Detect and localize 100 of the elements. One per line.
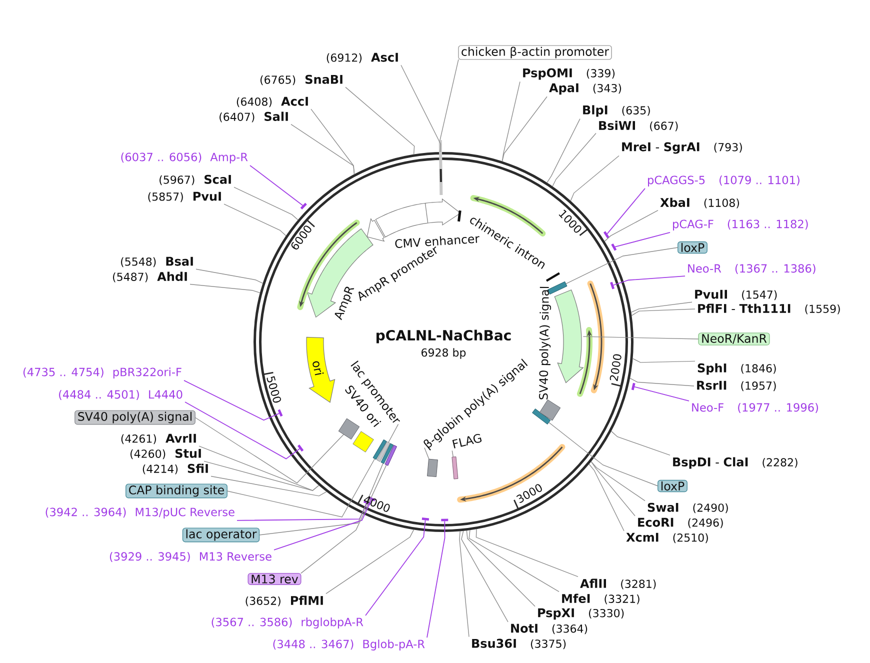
site-label: (6912) AscI <box>326 52 398 64</box>
feature-label: SV40 poly(A) signal <box>74 410 196 425</box>
leader-line <box>502 81 520 162</box>
plasmid-name: pCALNL-NaChBac <box>376 330 511 344</box>
leader-line <box>274 500 372 550</box>
site-label: MreI - SgrAI (793) <box>622 142 742 154</box>
primer-mark <box>611 244 617 251</box>
leader-line <box>604 210 658 242</box>
feature-bar <box>380 443 394 464</box>
feature-bar <box>438 140 443 196</box>
leader-line <box>566 247 678 284</box>
primer-label: pCAG-F (1163 .. 1182) <box>673 220 808 230</box>
primer-label: Neo-R (1367 .. 1386) <box>688 264 816 274</box>
primer-label: Neo-F (1977 .. 1996) <box>692 402 818 414</box>
leader-line <box>452 450 454 458</box>
site-label: BsiWI (667) <box>599 120 678 132</box>
leader-line <box>224 204 286 236</box>
primer-label: (3929 .. 3945) M13 Reverse <box>110 552 272 562</box>
primer-mark <box>441 518 448 522</box>
feature-label: NeoR/KanR <box>698 332 770 346</box>
leader-line <box>459 530 470 638</box>
feature-label: M13 rev <box>248 572 302 585</box>
feature-label: lac operator <box>182 528 260 542</box>
feature-bar <box>376 441 390 462</box>
site-label: (6408) AccI <box>236 96 308 108</box>
leader-line <box>196 268 264 284</box>
leader-line <box>184 402 300 460</box>
leader-line <box>236 503 368 521</box>
leader-line <box>632 358 696 363</box>
primer-mark <box>278 409 283 417</box>
tick-label: 2000 <box>610 354 622 382</box>
primer-label: pCAGGS-5 (1079 .. 1101) <box>648 176 800 186</box>
plasmid-length: 6928 bp <box>422 348 466 359</box>
site-label: NotI (3364) <box>511 624 588 634</box>
leader-line <box>548 422 658 486</box>
leader-line <box>194 417 344 484</box>
feature-block <box>539 399 561 421</box>
leader-line <box>388 424 399 443</box>
leader-line <box>476 528 578 578</box>
site-label: (4261) AvrII <box>121 434 196 444</box>
plasmid-ring <box>254 152 634 532</box>
leader-line <box>250 165 304 206</box>
leader-line <box>234 186 298 220</box>
primer-label: (3942 .. 3964) M13/pUC Reverse <box>46 508 234 518</box>
primer-mark <box>631 382 636 390</box>
site-label: RsrII (1957) <box>697 380 776 392</box>
site-label: ApaI (343) <box>549 83 622 95</box>
feature-block <box>427 458 438 478</box>
feature-name: SV40 poly(A) signal <box>539 286 552 400</box>
leader-line <box>290 124 355 175</box>
leader-line <box>466 530 536 607</box>
primer-mark <box>610 282 615 290</box>
primer-label: (4735 .. 4754) pBR322ori-F <box>23 368 182 378</box>
site-label: PspOMI (339) <box>523 68 615 80</box>
site-label: AflII (3281) <box>580 578 656 590</box>
leader-line <box>424 447 430 460</box>
leader-line <box>184 380 280 421</box>
site-label: (4214) SfiI <box>142 464 208 474</box>
leader-line <box>326 529 414 594</box>
primer-mark <box>368 496 376 502</box>
site-label: BspDI - ClaI (2282) <box>673 457 798 469</box>
leader-line <box>190 284 260 294</box>
leader-line <box>606 188 646 234</box>
primer-label: (4484 .. 4501) L4440 <box>59 390 182 400</box>
site-label: (4260) StuI <box>130 448 201 460</box>
leader-line <box>552 132 596 187</box>
site-label: MfeI (3321) <box>562 594 640 604</box>
site-label: (3652) PflMI <box>246 596 323 606</box>
leader-line <box>630 302 692 313</box>
leader-line <box>631 308 696 316</box>
site-label: (5548) BsaI <box>121 256 193 268</box>
feature-bar <box>384 444 397 466</box>
feature-bar <box>452 456 458 480</box>
leader-line <box>345 86 415 155</box>
leader-line <box>582 336 699 340</box>
leader-line <box>226 458 376 518</box>
primer-label: (3567 .. 3586) rbglobpA-R <box>212 618 364 628</box>
leader-line <box>570 155 620 202</box>
leader-line <box>590 461 636 516</box>
site-label: (6407) SalI <box>220 112 288 122</box>
primer-mark <box>422 518 430 521</box>
feature-label: loxP <box>658 480 688 492</box>
feature-label: chicken β-actin promoter <box>458 45 612 60</box>
primer-mark <box>363 500 371 506</box>
site-label: SwaI (2490) <box>648 502 728 514</box>
leader-line <box>426 520 446 638</box>
leader-line <box>613 276 686 286</box>
site-label: EcoRI (2496) <box>638 518 723 528</box>
leader-line <box>588 464 624 532</box>
leader-line <box>300 464 387 574</box>
feature-name: ori <box>312 361 324 376</box>
primer-mark <box>603 231 610 238</box>
leader-line <box>400 64 441 152</box>
feature-block <box>338 418 360 440</box>
site-label: SphI (1846) <box>698 363 776 375</box>
feature-bar <box>532 408 551 425</box>
site-label: PspXI (3330) <box>538 608 624 620</box>
leader-line <box>461 530 508 622</box>
site-label: (6765) SnaBI <box>260 74 342 86</box>
site-label: XcmI (2510) <box>626 532 708 544</box>
